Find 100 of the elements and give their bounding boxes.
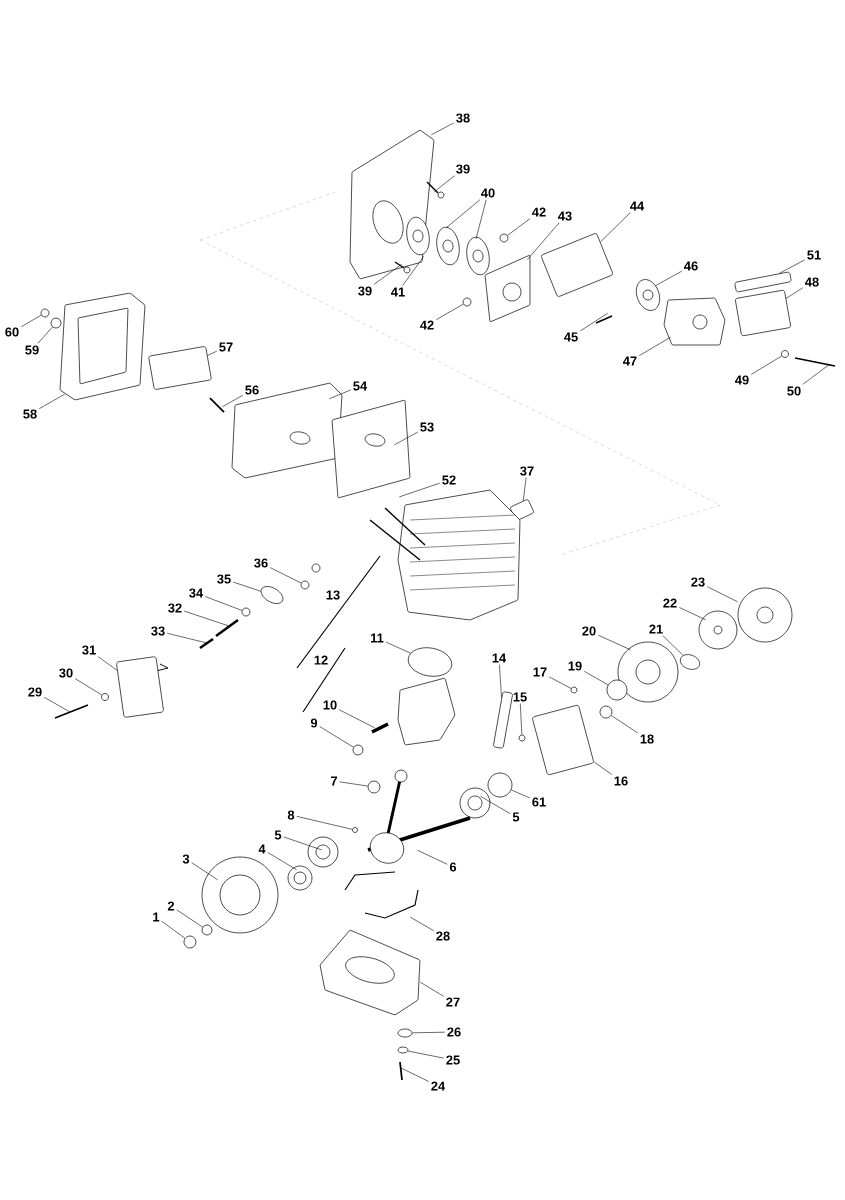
- part-drawing: [331, 399, 411, 499]
- part-drawing: [698, 610, 738, 650]
- leader-line: [420, 981, 444, 997]
- part-drawing: [209, 397, 225, 413]
- washer-drawing: [50, 317, 62, 329]
- callout-number: 23: [691, 577, 705, 587]
- callout-number: 49: [735, 375, 749, 385]
- part-drawing: [54, 704, 89, 719]
- leader-line: [222, 394, 243, 408]
- leader-line: [639, 336, 671, 356]
- washer-drawing: [241, 607, 251, 617]
- callout-number: 60: [5, 327, 19, 337]
- callout-number: 39: [358, 286, 372, 296]
- callout-number: 11: [371, 633, 384, 643]
- leader-line: [548, 676, 572, 689]
- washer-drawing: [40, 308, 50, 318]
- part-drawing: [364, 889, 419, 919]
- washer-drawing: [352, 744, 364, 756]
- leader-line: [183, 610, 229, 627]
- washer-drawing: [679, 654, 701, 670]
- leader-line: [436, 303, 464, 320]
- part-drawing: [199, 637, 214, 650]
- part-drawing: [737, 587, 793, 643]
- washer-drawing: [518, 734, 526, 742]
- leader-line: [319, 726, 354, 748]
- washer-drawing: [101, 693, 109, 701]
- leader-line: [593, 761, 613, 775]
- callout-number: 54: [353, 381, 368, 391]
- callout-number: 22: [663, 598, 677, 608]
- part-drawing: [734, 271, 792, 293]
- washer-drawing: [499, 233, 509, 243]
- callout-number: 53: [420, 422, 434, 432]
- leader-line: [522, 477, 527, 502]
- leader-line: [410, 916, 434, 931]
- callout-number: 15: [513, 692, 527, 702]
- callout-number: 61: [532, 797, 546, 807]
- part-drawing: [307, 836, 339, 868]
- leader-line: [679, 607, 706, 621]
- leader-line: [167, 633, 207, 644]
- part-drawing: [426, 181, 445, 199]
- part-drawing: [595, 315, 613, 324]
- leader-line: [399, 482, 440, 498]
- part-drawing: [116, 656, 164, 718]
- leader-line: [778, 259, 805, 274]
- callout-number: 57: [219, 342, 233, 352]
- callout-number: 39: [456, 164, 470, 174]
- part-drawing: [367, 816, 471, 864]
- callout-number: 59: [25, 345, 39, 355]
- callout-number: 5: [274, 830, 282, 840]
- callout-number: 3: [182, 854, 190, 864]
- leader-line: [373, 263, 402, 285]
- leader-line: [412, 1031, 445, 1034]
- callout-number: 42: [532, 207, 546, 217]
- callout-number: 47: [623, 356, 637, 366]
- callout-number: 29: [28, 687, 42, 697]
- part-drawing: [484, 255, 531, 322]
- callout-number: 58: [23, 409, 37, 419]
- callout-number: 33: [151, 626, 165, 636]
- callout-number: 35: [217, 574, 231, 584]
- callout-number: 32: [168, 603, 182, 613]
- leader-line: [802, 363, 830, 385]
- callout-number: 28: [436, 931, 450, 941]
- leader-line: [706, 586, 738, 603]
- leader-line: [339, 781, 368, 787]
- callout-number: 2: [167, 901, 175, 911]
- leader-line: [583, 671, 609, 686]
- callout-number: 7: [330, 776, 337, 786]
- leader-line: [270, 567, 302, 584]
- part-drawing: [319, 930, 421, 1016]
- leader-line: [176, 909, 203, 928]
- callout-number: 38: [456, 113, 470, 123]
- callout-number: 27: [446, 997, 460, 1007]
- washer-drawing: [606, 679, 628, 701]
- part-drawing: [148, 346, 212, 390]
- leader-line: [475, 199, 487, 239]
- callout-number: 34: [189, 588, 204, 598]
- callout-number: 18: [640, 734, 654, 744]
- part-drawing: [436, 226, 460, 266]
- leader-line: [385, 641, 411, 654]
- callout-number: 48: [805, 277, 819, 287]
- callout-number: 37: [520, 466, 534, 476]
- callout-number: 26: [447, 1027, 461, 1037]
- part-drawing: [287, 865, 313, 891]
- leader-line: [233, 581, 261, 592]
- leader-line: [598, 634, 631, 651]
- callout-number: 50: [787, 386, 801, 396]
- leader-line: [44, 697, 70, 713]
- callout-number: 56: [245, 385, 259, 395]
- part-drawing: [493, 691, 513, 749]
- leader-line: [520, 703, 523, 735]
- leader-line: [750, 355, 782, 375]
- part-drawing: [399, 1061, 403, 1081]
- part-drawing: [394, 261, 411, 274]
- leader-line: [499, 664, 502, 698]
- washer-drawing: [183, 935, 197, 949]
- leader-line: [283, 836, 322, 851]
- callout-number: 20: [582, 626, 596, 636]
- washer-drawing: [300, 580, 310, 590]
- callout-number: 8: [287, 810, 295, 820]
- washer-drawing: [352, 827, 358, 833]
